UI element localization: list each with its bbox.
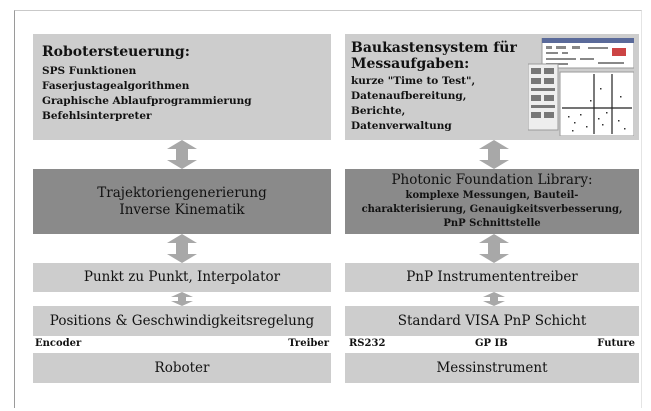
trajectory-line: Trajektoriengenerierung — [97, 184, 267, 201]
position-control-label: Positions & Geschwindigkeitsregelung — [49, 312, 315, 329]
library-item: komplexe Messungen, Bauteil- — [405, 190, 579, 201]
list-item: SPS Funktionen — [42, 65, 137, 77]
double-arrow-icon — [479, 234, 509, 263]
robot-control-title: Robotersteuerung: — [42, 44, 190, 60]
encoder-label: Encoder — [35, 338, 82, 349]
ptp-interpolator-box: Punkt zu Punkt, Interpolator — [33, 263, 331, 292]
ptp-interpolator-label: Punkt zu Punkt, Interpolator — [83, 269, 281, 285]
photonic-library-box: Photonic Foundation Library: komplexe Me… — [345, 169, 639, 234]
visa-layer-box: Standard VISA PnP Schicht — [345, 306, 639, 336]
interface-strip: RS232 GP IB Future — [345, 336, 639, 353]
list-item: Befehlsinterpreter — [42, 110, 152, 122]
position-control-box: Positions & Geschwindigkeitsregelung — [33, 306, 331, 336]
double-arrow-icon — [479, 292, 509, 306]
robot-label: Roboter — [154, 359, 210, 376]
trajectory-line: Inverse Kinematik — [119, 201, 245, 218]
future-label: Future — [597, 338, 635, 349]
robot-control-box: Robotersteuerung: SPS Funktionen Faserju… — [33, 34, 331, 140]
list-item: Faserjustagealgorithmen — [42, 80, 190, 92]
library-title: Photonic Foundation Library: — [391, 172, 593, 188]
list-item: Graphische Ablaufprogrammierung — [42, 95, 252, 107]
diagram-frame — [14, 10, 642, 408]
kit-title: Baukastensystem für — [351, 40, 517, 56]
kit-title: Messaufgaben: — [351, 56, 470, 72]
list-item: Berichte, — [351, 105, 406, 117]
instrument-box: Messinstrument — [345, 353, 639, 383]
library-item: charakterisierung, Genauigkeitsverbesser… — [361, 204, 623, 215]
driver-label: Treiber — [288, 338, 329, 349]
list-item: Datenaufbereitung, — [351, 90, 467, 102]
visa-layer-label: Standard VISA PnP Schicht — [397, 312, 587, 329]
measurement-kit-box: Baukastensystem für Messaufgaben: kurze … — [345, 34, 639, 140]
robot-box: Roboter — [33, 353, 331, 383]
list-item: kurze "Time to Test", — [351, 75, 476, 87]
software-screenshot-thumbnail — [527, 37, 635, 137]
gpib-label: GP IB — [475, 338, 508, 349]
list-item: Datenverwaltung — [351, 120, 452, 132]
pnp-driver-label: PnP Instrumententreiber — [406, 269, 578, 285]
double-arrow-icon — [167, 292, 197, 306]
instrument-label: Messinstrument — [436, 359, 548, 376]
double-arrow-icon — [167, 234, 197, 263]
rs232-label: RS232 — [349, 338, 386, 349]
encoder-driver-strip: Encoder Treiber — [33, 336, 331, 353]
double-arrow-icon — [167, 140, 197, 169]
double-arrow-icon — [479, 140, 509, 169]
trajectory-box: Trajektoriengenerierung Inverse Kinemati… — [33, 169, 331, 234]
library-item: PnP Schnittstelle — [443, 218, 541, 229]
pnp-driver-box: PnP Instrumententreiber — [345, 263, 639, 292]
